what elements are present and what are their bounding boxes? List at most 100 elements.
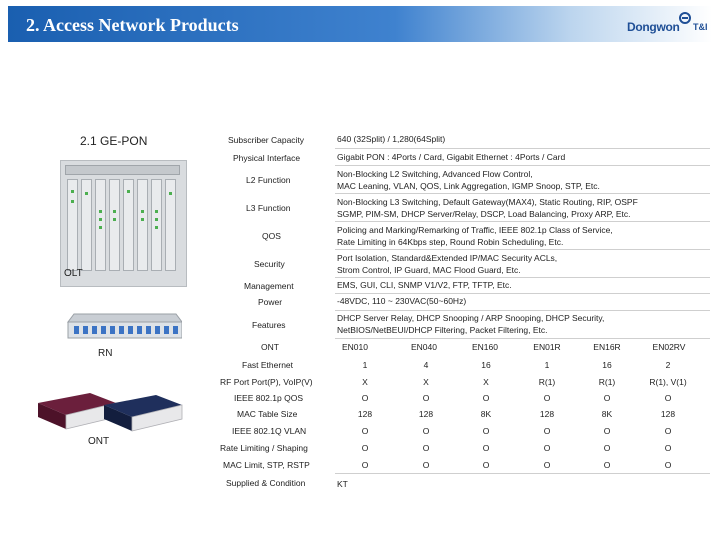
table-cell: 1 bbox=[362, 360, 368, 370]
row-divider bbox=[335, 310, 710, 311]
row-label: MAC Table Size bbox=[237, 409, 298, 419]
olt-slot bbox=[151, 179, 162, 271]
table-cell: O bbox=[543, 426, 551, 436]
table-cell: O bbox=[664, 460, 672, 470]
spec-value: EMS, GUI, CLI, SNMP V1/V2, FTP, TFTP, Et… bbox=[337, 280, 512, 290]
olt-slot bbox=[123, 179, 134, 271]
spec-value: 640 (32Split) / 1,280(64Split) bbox=[337, 134, 446, 144]
table-cell: 128 bbox=[539, 409, 555, 419]
spec-label: Subscriber Capacity bbox=[228, 135, 305, 145]
spec-label: Features bbox=[252, 320, 286, 330]
logo-mark-icon bbox=[679, 12, 691, 24]
ont-image-label: ONT bbox=[88, 436, 110, 447]
table-cell: R(1) bbox=[598, 377, 616, 387]
spec-label: L2 Function bbox=[246, 175, 291, 185]
table-cell: O bbox=[361, 426, 369, 436]
spec-value: Strom Control, IP Guard, MAC Flood Guard… bbox=[337, 265, 521, 275]
spec-value: -48VDC, 110 ~ 230VAC(50~60Hz) bbox=[337, 296, 467, 306]
table-cell: 128 bbox=[660, 409, 676, 419]
spec-value: DHCP Server Relay, DHCP Snooping / ARP S… bbox=[337, 313, 605, 323]
table-cell: 8K bbox=[480, 409, 492, 419]
table-cell: 8K bbox=[601, 409, 613, 419]
row-divider bbox=[335, 293, 710, 294]
olt-chassis-image bbox=[60, 160, 187, 287]
table-cell: R(1) bbox=[538, 377, 556, 387]
column-header: EN16R bbox=[593, 342, 621, 352]
column-header: EN010 bbox=[342, 342, 368, 352]
row-label: RF Port Port(P), VoIP(V) bbox=[220, 377, 313, 387]
table-cell: O bbox=[543, 460, 551, 470]
spec-value: SGMP, PIM-SM, DHCP Server/Relay, DSCP, L… bbox=[337, 209, 631, 219]
row-divider bbox=[335, 193, 710, 194]
row-divider bbox=[335, 221, 710, 222]
row-divider bbox=[335, 165, 710, 166]
spec-value: NetBIOS/NetBEUI/DHCP Filtering, Packet F… bbox=[337, 325, 548, 335]
header-bar bbox=[8, 6, 712, 42]
row-divider bbox=[335, 473, 710, 474]
spec-label: L3 Function bbox=[246, 203, 291, 213]
table-cell: O bbox=[603, 393, 611, 403]
table-cell: O bbox=[664, 426, 672, 436]
row-label: MAC Limit, STP, RSTP bbox=[223, 460, 310, 470]
olt-slot bbox=[109, 179, 120, 271]
column-header: EN040 bbox=[411, 342, 437, 352]
table-cell: O bbox=[422, 443, 430, 453]
row-divider bbox=[335, 277, 710, 278]
spec-label: Management bbox=[244, 281, 294, 291]
table-cell: O bbox=[361, 460, 369, 470]
table-cell: O bbox=[482, 426, 490, 436]
table-cell: 1 bbox=[544, 360, 550, 370]
spec-value: Non-Blocking L3 Switching, Default Gatew… bbox=[337, 197, 638, 207]
row-label: IEEE 802.1Q VLAN bbox=[232, 426, 307, 436]
olt-top-panel bbox=[65, 165, 180, 175]
table-cell: O bbox=[543, 393, 551, 403]
ont-header-label: ONT bbox=[261, 342, 279, 352]
olt-slot bbox=[81, 179, 92, 271]
row-divider bbox=[335, 148, 710, 149]
table-cell: O bbox=[361, 443, 369, 453]
column-header: EN02RV bbox=[652, 342, 686, 352]
table-cell: 2 bbox=[665, 360, 671, 370]
section-label: 2.1 GE-PON bbox=[80, 134, 148, 148]
column-header: EN160 bbox=[472, 342, 498, 352]
table-cell: X bbox=[423, 377, 429, 387]
column-header: EN01R bbox=[533, 342, 561, 352]
table-cell: O bbox=[422, 393, 430, 403]
olt-slot bbox=[165, 179, 176, 271]
table-cell: 128 bbox=[418, 409, 434, 419]
table-cell: 16 bbox=[602, 360, 612, 370]
spec-value: Non-Blocking L2 Switching, Advanced Flow… bbox=[337, 169, 533, 179]
olt-slot bbox=[67, 179, 78, 271]
table-cell: O bbox=[664, 393, 672, 403]
table-cell: O bbox=[603, 443, 611, 453]
olt-slot bbox=[95, 179, 106, 271]
olt-label: OLT bbox=[64, 268, 83, 279]
ont-devices-image bbox=[38, 393, 183, 432]
table-cell: 4 bbox=[423, 360, 429, 370]
table-cell: 128 bbox=[357, 409, 373, 419]
spec-label: Power bbox=[258, 297, 283, 307]
row-divider bbox=[335, 338, 710, 339]
table-cell: O bbox=[603, 426, 611, 436]
table-cell: O bbox=[422, 460, 430, 470]
page-title: 2. Access Network Products bbox=[26, 15, 239, 35]
spec-value: Policing and Marking/Remarking of Traffi… bbox=[337, 225, 613, 235]
spec-value: Gigabit PON : 4Ports / Card, Gigabit Eth… bbox=[337, 152, 566, 162]
table-cell: O bbox=[664, 443, 672, 453]
table-cell: O bbox=[482, 443, 490, 453]
table-cell: O bbox=[361, 393, 369, 403]
table-cell: X bbox=[362, 377, 368, 387]
spec-value: Rate Limiting in 64Kbps step, Round Robi… bbox=[337, 237, 564, 247]
table-cell: O bbox=[482, 460, 490, 470]
table-cell: O bbox=[543, 443, 551, 453]
logo-text: Dongwon bbox=[627, 20, 680, 34]
table-cell: R(1), V(1) bbox=[649, 377, 687, 387]
logo-suffix: T&I bbox=[693, 22, 708, 32]
supplied-value: KT bbox=[337, 479, 348, 489]
slide-header: 2. Access Network Products Dongwon T&I bbox=[0, 0, 720, 46]
spec-label: QOS bbox=[262, 231, 281, 241]
olt-slot bbox=[137, 179, 148, 271]
spec-label: Physical Interface bbox=[233, 153, 301, 163]
row-label: IEEE 802.1p QOS bbox=[234, 393, 303, 403]
table-cell: 16 bbox=[481, 360, 491, 370]
